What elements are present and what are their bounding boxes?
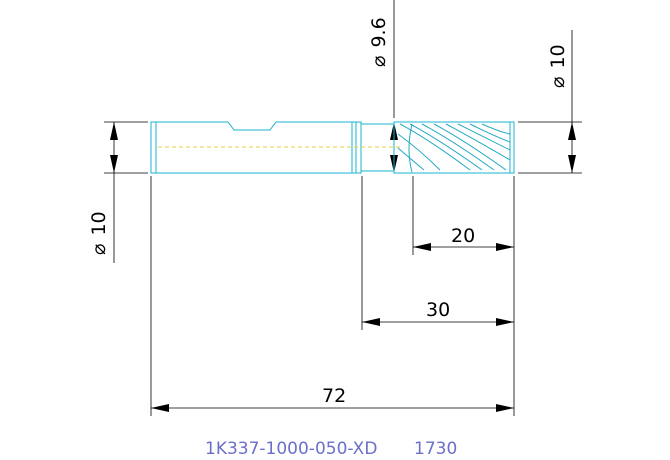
part-number: 1K337-1000-050-XD: [205, 439, 377, 459]
end-mill-profile: [150, 121, 515, 174]
arrowheads: [110, 122, 576, 412]
flute-length-label: 20: [451, 225, 475, 247]
shank-diameter-label: ⌀10: [88, 211, 110, 255]
neck-diameter-label: ⌀9.6: [368, 17, 390, 67]
extension-lines: [104, 0, 582, 416]
part-code: 1730: [414, 439, 457, 459]
dimension-labels: ⌀10 ⌀10 ⌀9.6 20 30 72: [88, 17, 569, 407]
title-block: 1K337-1000-050-XD 1730: [205, 439, 457, 459]
dimension-lines: [113, 30, 573, 409]
overall-length-label: 72: [322, 385, 346, 407]
reach-length-label: 30: [426, 299, 450, 321]
cutting-diameter-label: ⌀10: [547, 44, 569, 88]
